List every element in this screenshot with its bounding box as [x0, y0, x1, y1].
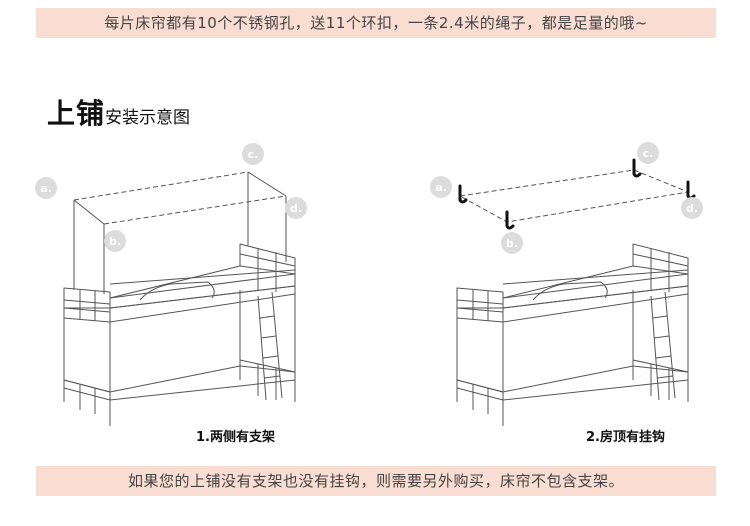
point-label-b-left: b. [109, 235, 121, 248]
point-label-b-right: b. [506, 237, 518, 250]
ceiling-hooks [458, 158, 696, 230]
point-label-d-left: d. [290, 202, 302, 215]
top-info-text: 每片床帘都有10个不锈钢孔，送11个环扣，一条2.4米的绳子，都是足量的哦~ [104, 14, 648, 32]
heading-main: 上铺 [47, 97, 106, 130]
top-info-banner: 每片床帘都有10个不锈钢孔，送11个环扣，一条2.4米的绳子，都是足量的哦~ [36, 8, 716, 38]
hook-icon-c [632, 158, 642, 178]
hook-icon-a [458, 184, 468, 204]
bunk-bed-right [456, 169, 689, 426]
point-label-d-right: d. [686, 202, 698, 215]
caption-side-frame: 1.两侧有支架 [196, 430, 275, 445]
bottom-notice-banner: 如果您的上铺没有支架也没有挂钩，则需要另外购买，床帘不包含支架。 [36, 466, 716, 496]
caption-ceiling-hooks: 2.房顶有挂钩 [586, 430, 665, 445]
hook-icon-d [686, 180, 696, 200]
bunk-bed-left [63, 171, 296, 426]
point-label-a-right: a. [435, 181, 447, 194]
hook-icon-b [505, 210, 515, 230]
point-label-c-right: c. [643, 147, 654, 160]
heading-sub: 安装示意图 [105, 108, 191, 128]
point-label-a-left: a. [40, 182, 52, 195]
bottom-notice-text: 如果您的上铺没有支架也没有挂钩，则需要另外购买，床帘不包含支架。 [127, 472, 624, 490]
point-label-c-left: c. [248, 148, 259, 161]
page-heading: 上铺安装示意图 [47, 92, 190, 132]
point-label-circles [35, 142, 703, 254]
